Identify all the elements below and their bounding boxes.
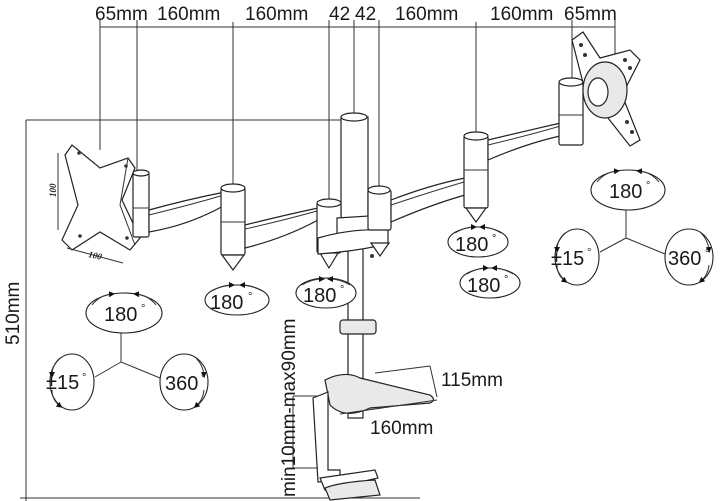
rotation-joint-4: 180 ° (459, 265, 521, 299)
right-outer-arm (487, 121, 566, 161)
dim-label: 65mm (564, 4, 617, 25)
rotation-label: 180 (303, 285, 336, 307)
base-dimensions: 115mm 160mm (339, 365, 503, 439)
dim-label: 42 (329, 4, 350, 25)
dim-label: 65mm (95, 4, 148, 25)
right-head-rotation: 180 ° ±15 ° 360 ° (551, 168, 714, 286)
left-head-rotation: 180 ° ±15 ° 360 ° (46, 291, 209, 411)
arm-joint-1 (220, 183, 246, 272)
dim-label: 42 (355, 4, 376, 25)
rotation-label: 180 (467, 275, 500, 297)
arm-joint-3 (367, 185, 392, 258)
dim-label: 160mm (395, 4, 458, 25)
rotation-label: 180 (609, 181, 642, 203)
cable-clip (339, 319, 377, 335)
right-inner-arm (390, 177, 466, 223)
degree-symbol: ° (82, 372, 86, 384)
rotation-label: 180 (210, 292, 243, 314)
rotation-label: ±15 (46, 372, 79, 394)
right-vesa-plate (571, 31, 641, 147)
vesa-width-label: 100 (88, 249, 104, 262)
left-vesa-plate: 100 100 (48, 144, 141, 264)
height-label: 510mm (3, 282, 24, 345)
degree-symbol: ° (201, 373, 205, 385)
left-head-joint (132, 169, 150, 238)
vesa-width-line (66, 247, 124, 264)
dim-label: 160mm (245, 4, 308, 25)
top-dimension-group: 65mm 160mm 160mm 42 42 160mm 160mm 65mm (95, 4, 617, 202)
clamp-base: min10mm-max90mm (279, 319, 435, 501)
degree-symbol: ° (141, 303, 145, 315)
arm-joint-4 (463, 131, 489, 224)
rotation-label: 180 (455, 234, 488, 256)
left-outer-arm (148, 191, 226, 233)
rotation-label: ±15 (551, 248, 584, 270)
degree-symbol: ° (504, 274, 508, 286)
clamp-range-label: min10mm-max90mm (279, 319, 300, 497)
base-depth-label: 115mm (441, 370, 503, 391)
rotation-label: 180 (104, 304, 137, 326)
vesa-height-label: 100 (48, 183, 58, 197)
rotation-joint-3: 180 ° (447, 224, 509, 258)
degree-symbol: ° (587, 247, 591, 259)
degree-symbol: ° (646, 180, 650, 192)
rotation-joint-1: 180 ° (204, 282, 270, 316)
dim-label: 160mm (490, 4, 553, 25)
base-length-label: 160mm (370, 418, 433, 439)
rotation-label: 360 (165, 373, 198, 395)
degree-symbol: ° (248, 291, 252, 303)
right-head-joint (558, 77, 584, 146)
degree-symbol: ° (340, 284, 344, 296)
rotation-label: 360 (668, 248, 701, 270)
degree-symbol: ° (492, 233, 496, 245)
degree-symbol: ° (705, 248, 709, 260)
center-pole (340, 112, 369, 419)
left-inner-arm (244, 207, 319, 249)
dim-label: 160mm (157, 4, 220, 25)
rotation-joint-2: 180 ° (295, 276, 357, 309)
